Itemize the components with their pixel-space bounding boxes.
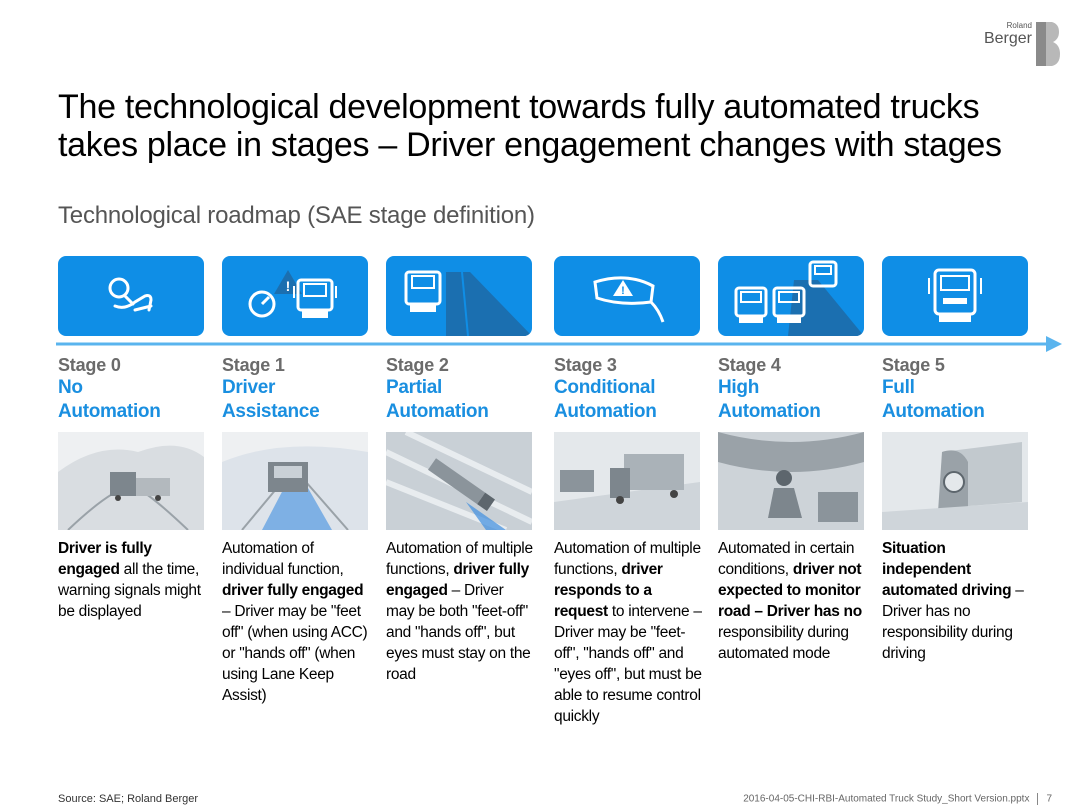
stage-4-name-line1: High bbox=[718, 377, 760, 398]
footer-file-info: 2016-04-05-CHI-RBI-Automated Truck Study… bbox=[743, 793, 1052, 805]
stage-4-name-line2: Automation bbox=[718, 401, 821, 422]
stage-1-sketch-image bbox=[222, 432, 368, 530]
logo-b-mark-icon bbox=[1036, 22, 1060, 66]
svg-text:!: ! bbox=[621, 285, 625, 297]
stage-4-icon-box bbox=[718, 256, 864, 336]
stage-5: Stage 5 Full Automation Situation indepe… bbox=[882, 256, 1030, 664]
stage-2: Stage 2 Partial Automation Automation of… bbox=[386, 256, 534, 685]
stage-1-description-run: Automation of individual function, bbox=[222, 540, 344, 578]
stage-1: ! Stage 1 Driver Assistance Automation o… bbox=[222, 256, 370, 706]
stage-5-name-line1: Full bbox=[882, 377, 915, 398]
hands-on-steering-icon bbox=[108, 277, 153, 312]
stage-4-number: Stage 4 bbox=[718, 355, 781, 375]
stage-0-name-line1: No bbox=[58, 377, 83, 398]
autonomous-truck-icon bbox=[928, 268, 982, 322]
stage-4-sketch-image bbox=[718, 432, 864, 530]
stage-2-description-run: driver fully engaged bbox=[386, 561, 530, 599]
mirror-warning-icon: ! bbox=[593, 276, 665, 323]
stage-2-number: Stage 2 bbox=[386, 355, 449, 375]
stage-2-description-run: – Driver may be both "feet-off" and "han… bbox=[386, 582, 531, 683]
logo-small-text: Roland bbox=[1006, 21, 1032, 30]
stage-3-number: Stage 3 bbox=[554, 355, 617, 375]
stage-5-description: Situation independent automated driving … bbox=[882, 538, 1030, 664]
stage-5-description-run: – Driver has no responsibility during dr… bbox=[882, 582, 1024, 662]
footer-source: Source: SAE; Roland Berger bbox=[58, 793, 199, 805]
stage-0-name-line2: Automation bbox=[58, 401, 161, 422]
stage-4-description-run: driver not expected to monitor road – Dr… bbox=[718, 561, 862, 620]
stage-4-description: Automated in certain conditions, driver … bbox=[718, 538, 866, 664]
stage-1-description-run: driver fully engaged bbox=[222, 582, 364, 599]
stage-3-name-line1: Conditional bbox=[554, 377, 656, 398]
truck-lane-icon bbox=[404, 270, 532, 336]
footer-separator bbox=[1037, 793, 1039, 805]
footer-filename: 2016-04-05-CHI-RBI-Automated Truck Study… bbox=[743, 793, 1030, 805]
stage-5-sketch-image bbox=[882, 432, 1028, 530]
truck-platoon-icon bbox=[734, 260, 864, 336]
roadmap-arrow bbox=[56, 336, 1062, 352]
stage-0-icon-box bbox=[58, 256, 204, 336]
stage-3-sketch-image bbox=[554, 432, 700, 530]
stage-5-number: Stage 5 bbox=[882, 355, 945, 375]
stage-2-sketch-image bbox=[386, 432, 532, 530]
stage-1-number: Stage 1 bbox=[222, 355, 285, 375]
stage-4: Stage 4 High Automation Automated in cer… bbox=[718, 256, 866, 664]
stage-3-description-run: driver responds to a request bbox=[554, 561, 663, 620]
roland-berger-logo: Roland Berger bbox=[984, 22, 1060, 66]
stage-5-description-run: Situation independent automated driving bbox=[882, 540, 1012, 599]
footer-page-number: 7 bbox=[1046, 793, 1052, 805]
stage-0-description: Driver is fully engaged all the time, wa… bbox=[58, 538, 206, 622]
stage-3-name-line2: Automation bbox=[554, 401, 657, 422]
stage-1-name-line1: Driver bbox=[222, 377, 276, 398]
stage-3-description-run: to intervene – Driver may be "feet-off",… bbox=[554, 603, 702, 725]
stage-1-description-run: – Driver may be "feet off" (when using A… bbox=[222, 603, 368, 704]
stage-2-description: Automation of multiple functions, driver… bbox=[386, 538, 534, 685]
stage-2-icon-box bbox=[386, 256, 532, 336]
stage-4-description-run: Automated in certain conditions, bbox=[718, 540, 855, 578]
stage-3-description-run: Automation of multiple functions, bbox=[554, 540, 701, 578]
stage-0-description-run: all the time, warning signals might be d… bbox=[58, 561, 201, 620]
stage-3-description: Automation of multiple functions, driver… bbox=[554, 538, 702, 727]
stage-0-number: Stage 0 bbox=[58, 355, 121, 375]
svg-text:!: ! bbox=[286, 278, 291, 294]
stage-2-name-line1: Partial bbox=[386, 377, 442, 398]
stage-5-name-line2: Automation bbox=[882, 401, 985, 422]
speedometer-truck-warning-icon: ! bbox=[248, 270, 337, 318]
logo-big-text: Berger bbox=[983, 30, 1032, 47]
stage-3: ! Stage 3 Conditional Automation Automat… bbox=[554, 256, 702, 727]
stage-4-description-run: responsibility during automated mode bbox=[718, 624, 849, 662]
stage-2-description-run: Automation of multiple functions, bbox=[386, 540, 533, 578]
stage-0: Stage 0 No Automation Driver is fully en… bbox=[58, 256, 206, 622]
stage-1-description: Automation of individual function, drive… bbox=[222, 538, 370, 706]
stage-2-name-line2: Automation bbox=[386, 401, 489, 422]
stage-0-description-run: Driver is fully engaged bbox=[58, 540, 152, 578]
stage-5-icon-box bbox=[882, 256, 1028, 336]
stage-3-icon-box: ! bbox=[554, 256, 700, 336]
stage-0-sketch-image bbox=[58, 432, 204, 530]
page-title: The technological development towards fu… bbox=[58, 88, 1002, 164]
stage-1-name-line2: Assistance bbox=[222, 401, 320, 422]
page-subtitle: Technological roadmap (SAE stage definit… bbox=[58, 202, 535, 229]
stage-1-icon-box: ! bbox=[222, 256, 368, 336]
